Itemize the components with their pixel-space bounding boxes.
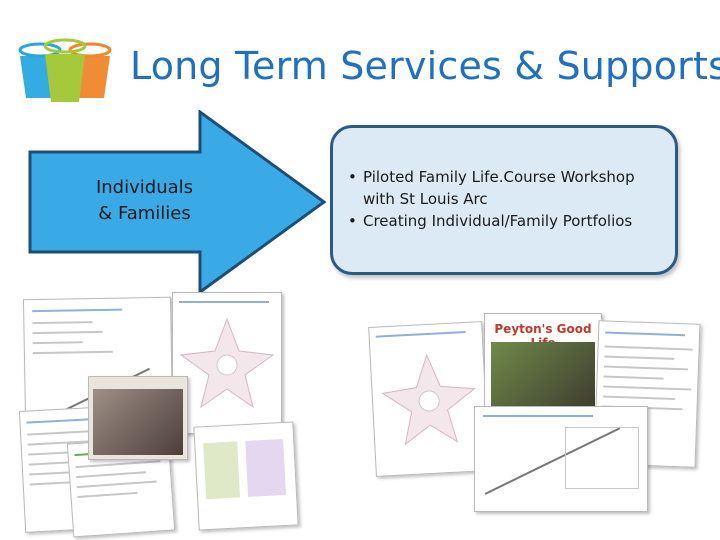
star-diagram-icon	[179, 317, 275, 409]
portfolio-document-thumbnail	[193, 421, 299, 531]
portfolio-document-thumbnail	[172, 292, 282, 434]
bullet-callout: Piloted Family Life.Course Workshop with…	[330, 125, 678, 275]
arrow-label-line1: Individuals	[95, 177, 194, 198]
photo-image	[93, 389, 183, 455]
arrow-label-line2: & Families	[98, 203, 191, 224]
arrow-shape	[28, 110, 327, 295]
star-diagram-icon	[381, 353, 476, 446]
portfolio-document-thumbnail	[474, 406, 648, 512]
buckets-logo-icon	[18, 38, 112, 102]
arrow-label: Individuals & Families	[62, 175, 227, 227]
bullet-list: Piloted Family Life.Course Workshop with…	[333, 128, 675, 232]
photo-image	[491, 342, 595, 414]
portfolio-document-thumbnail	[368, 321, 490, 477]
photo-document-thumbnail	[88, 376, 188, 460]
bullet-item: Piloted Family Life.Course Workshop with…	[348, 166, 665, 210]
bullet-item: Creating Individual/Family Portfolios	[348, 210, 665, 232]
slide-title: Long Term Services & Supports	[130, 44, 720, 88]
